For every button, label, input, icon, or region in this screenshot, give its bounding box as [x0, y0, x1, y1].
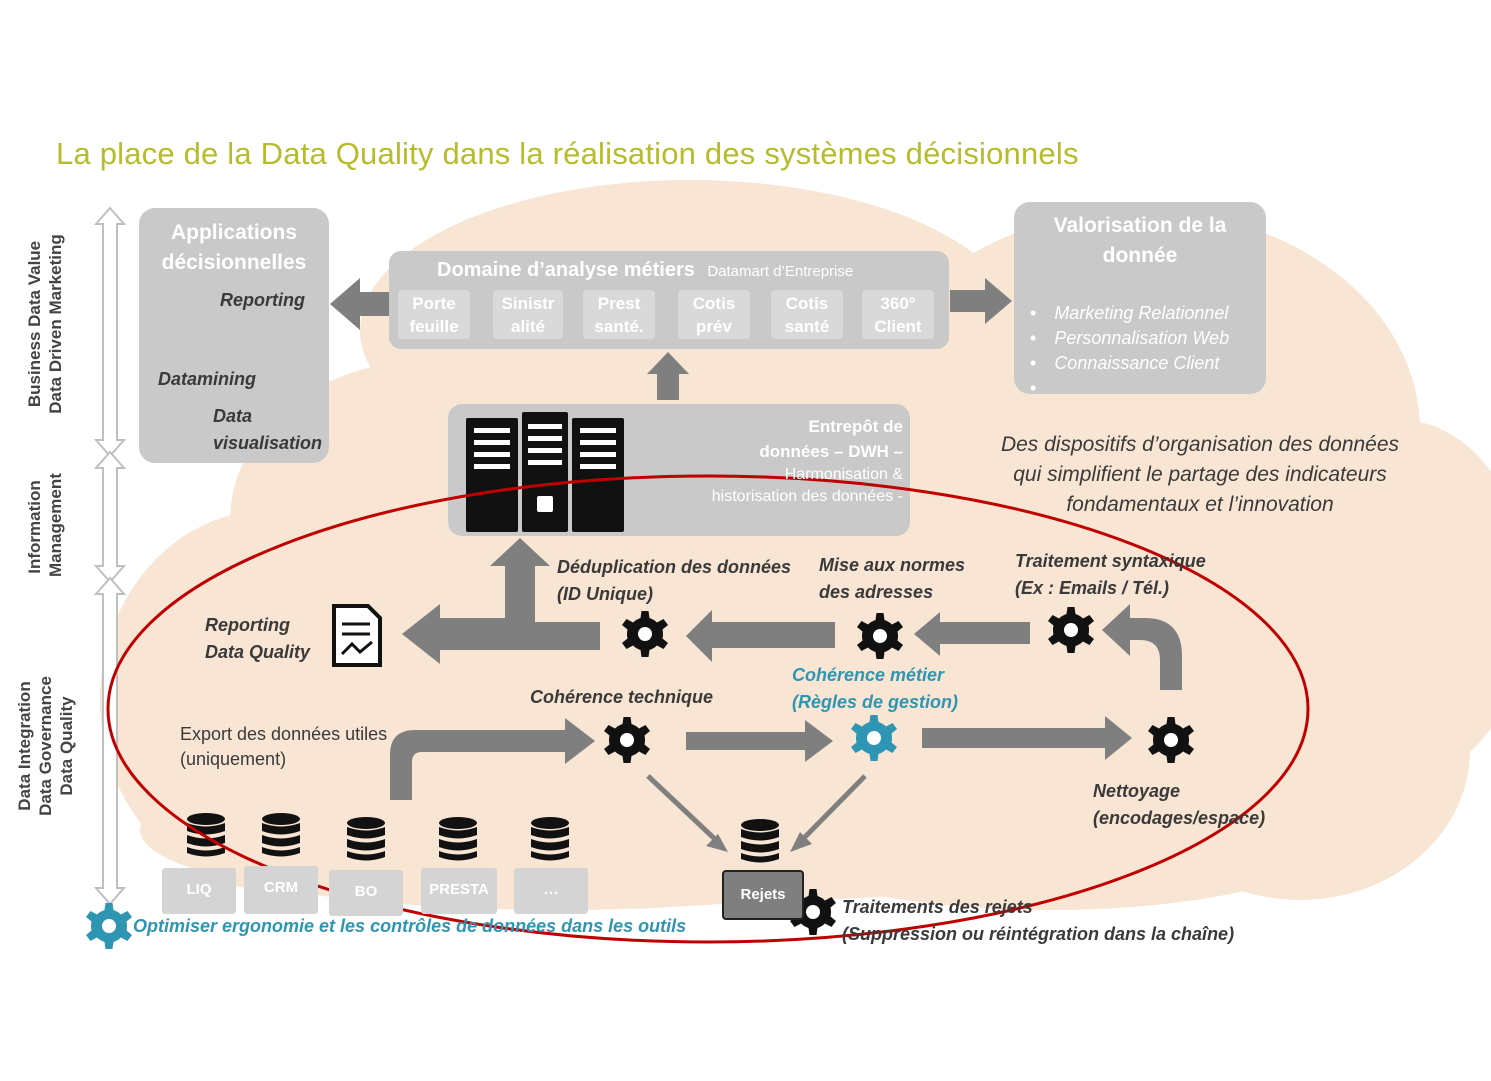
server-icon	[466, 412, 624, 532]
cloud-description: Des dispositifs d’organisation des donné…	[1000, 433, 1400, 516]
source-presta: PRESTA	[421, 868, 497, 914]
quality-scope-ellipse	[106, 474, 1310, 944]
optimiser-label: Optimiser ergonomie et les contrôles de …	[133, 916, 687, 936]
value-title-line2: donnée	[1102, 244, 1178, 267]
dedup-label: Déduplication des données (ID Unique)	[557, 557, 792, 604]
source-crm: CRM	[244, 866, 318, 914]
chip-360-client: 360°Client	[862, 290, 934, 339]
document-icon	[332, 604, 382, 667]
coherence-metier-label: Cohérence métier(Règles de gestion)	[792, 665, 959, 712]
apps-reporting-label: Reporting	[220, 290, 305, 310]
nettoyage-label: Nettoyage(encodages/espace)	[1093, 781, 1266, 828]
apps-title-line1: Applications	[170, 221, 297, 244]
domain-subtitle: Datamart d’Entreprise	[707, 263, 854, 280]
source-liq: LIQ	[162, 868, 236, 914]
apps-dataviz-label2: visualisation	[213, 433, 323, 453]
rejets-treatment-label: Traitements des rejets(Suppression ou ré…	[842, 897, 1235, 944]
domain-title: Domaine d’analyse métiers	[437, 259, 695, 281]
axis-arrows	[93, 206, 127, 906]
reject-lines	[646, 774, 867, 844]
page-title: La place de la Data Quality dans la réal…	[56, 136, 1079, 171]
value-bullet: Marketing Relationnel	[1030, 301, 1229, 326]
source-bo: BO	[329, 870, 403, 916]
value-box: Valorisation de la donnée Marketing Rela…	[1014, 202, 1266, 394]
source-other: …	[514, 868, 588, 914]
coherence-tech-label: Cohérence technique	[530, 687, 714, 707]
value-bullet: Connaissance Client	[1030, 351, 1229, 376]
value-title-line1: Valorisation de la	[1053, 214, 1227, 237]
apps-title-line2: décisionnelles	[161, 251, 307, 274]
domain-box: Domaine d’analyse métiers Datamart d’Ent…	[389, 251, 949, 349]
top-arrows	[330, 278, 1012, 400]
syntax-label: Traitement syntaxique(Ex : Emails / Tél.…	[1015, 551, 1206, 598]
dwh-text: Entrepôt de données – DWH – Harmonisatio…	[711, 417, 903, 505]
value-bullet: …	[1030, 376, 1229, 392]
apps-dataviz-label1: Data	[213, 406, 253, 426]
value-bullets: Marketing Relationnel Personnalisation W…	[1030, 301, 1229, 392]
apps-datamining-label: Datamining	[158, 369, 257, 389]
rejets-box: Rejets	[722, 870, 804, 920]
export-label: Export des données utiles(uniquement)	[180, 724, 388, 769]
value-bullet: Personnalisation Web	[1030, 326, 1229, 351]
apps-box: Applications décisionnelles	[139, 208, 329, 463]
process-arrows	[390, 538, 1182, 800]
